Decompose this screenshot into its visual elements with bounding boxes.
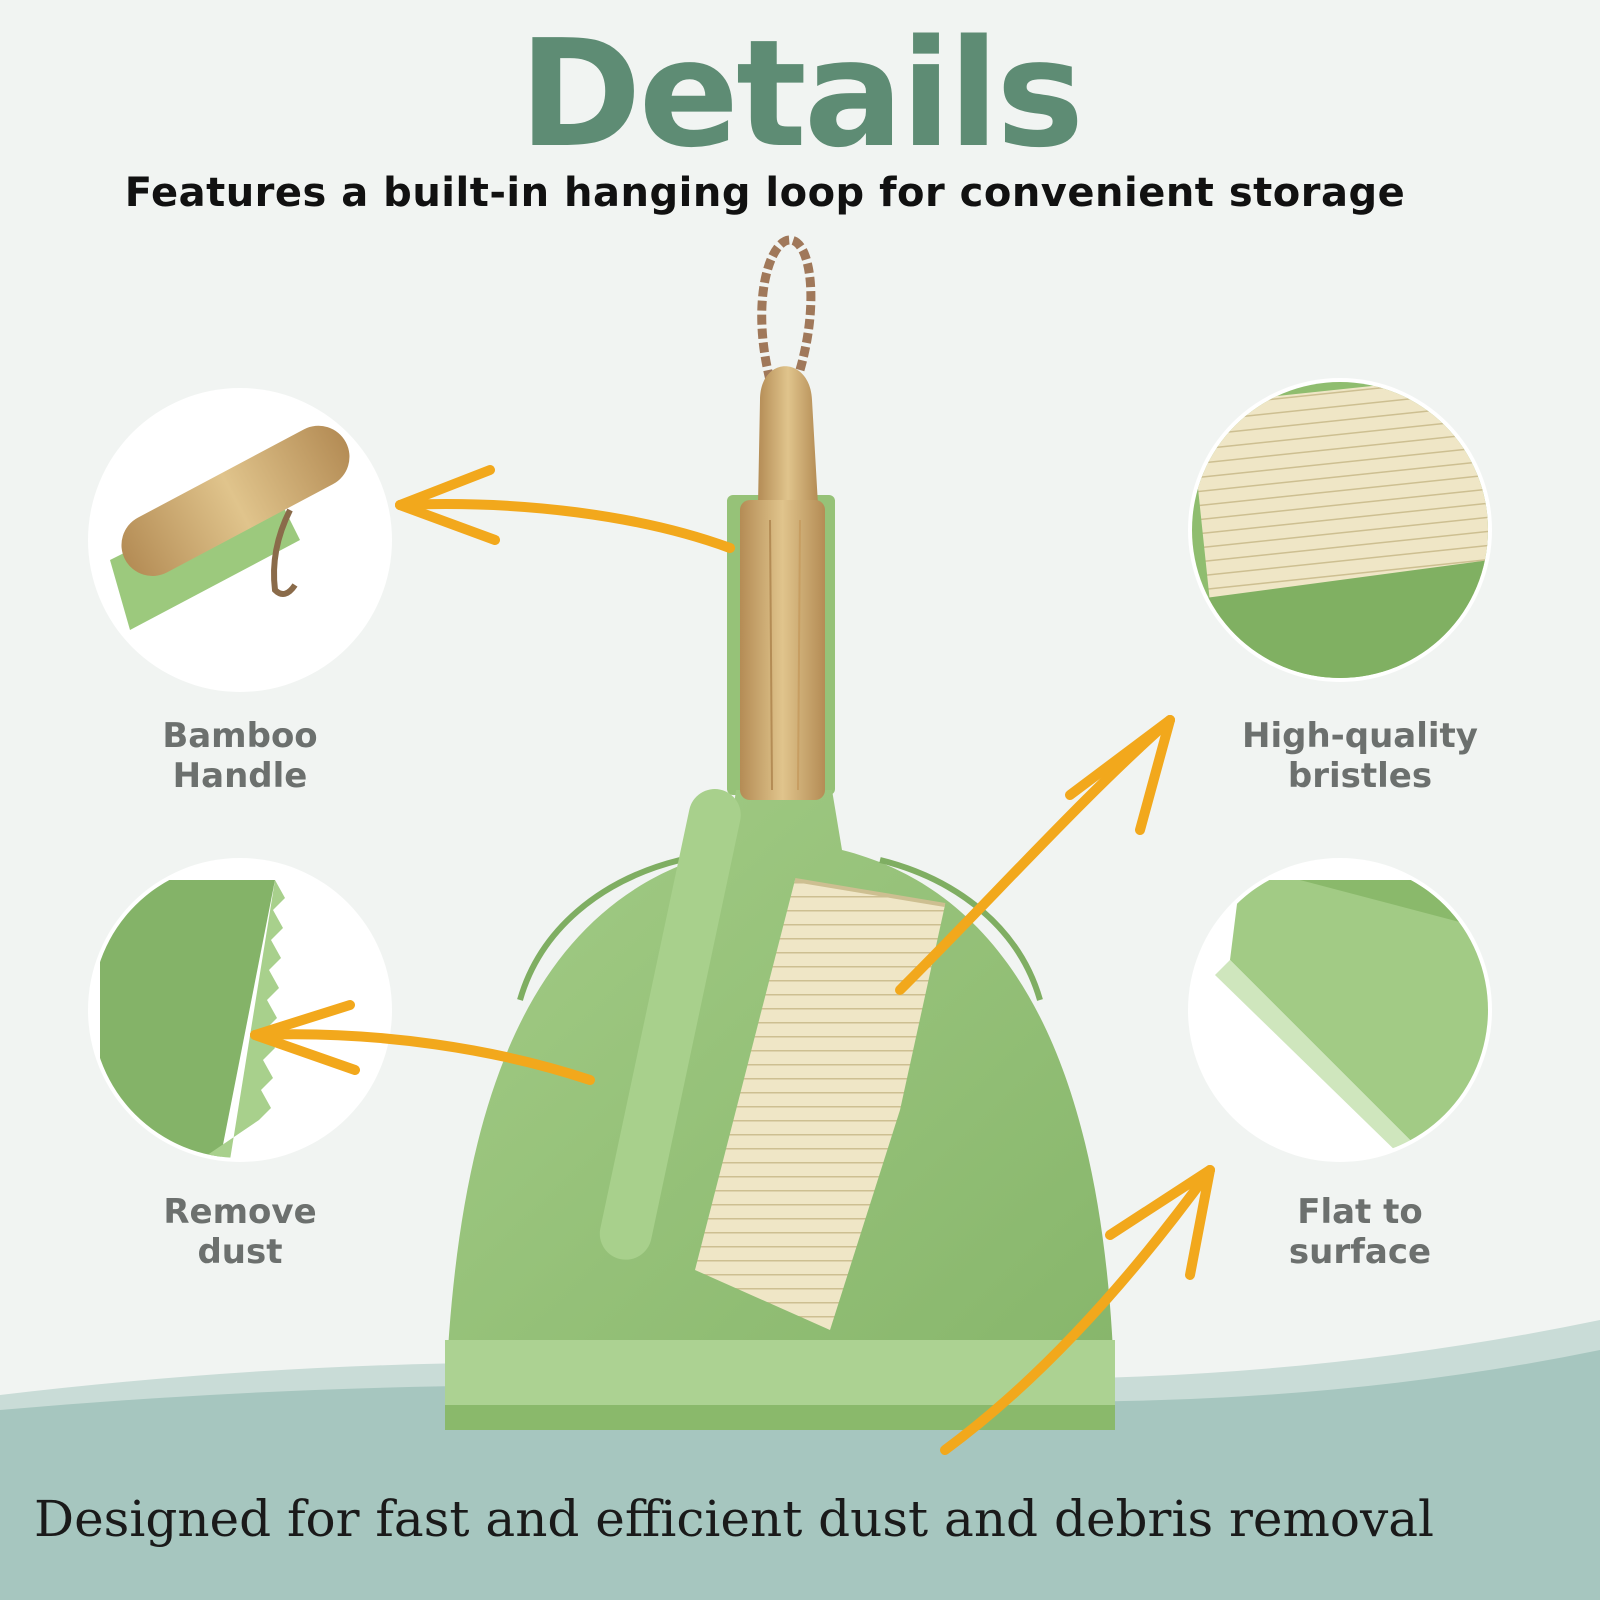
detail-circle-remove-dust — [88, 858, 392, 1162]
arrow-to-bamboo-handle — [395, 465, 735, 553]
feature-label-line: High-quality — [1242, 716, 1478, 756]
feature-label-bamboo-handle: Bamboo Handle — [110, 716, 370, 796]
feature-label-bristles: High-quality bristles — [1220, 716, 1500, 796]
feature-label-line: Flat to — [1297, 1192, 1423, 1232]
page-subtitle: Features a built-in hanging loop for con… — [124, 170, 1406, 216]
arrow-to-bristles — [895, 715, 1175, 995]
feature-label-line: Handle — [172, 756, 308, 796]
feature-label-line: dust — [197, 1232, 283, 1272]
base-wave — [0, 1320, 1600, 1600]
feature-label-line: Remove — [163, 1192, 317, 1232]
hand-brush — [599, 789, 946, 1330]
bamboo-handle — [740, 366, 825, 800]
feature-label-line: bristles — [1287, 756, 1433, 796]
feature-label-line: surface — [1288, 1232, 1432, 1272]
detail-circle-flat-surface — [1188, 858, 1492, 1162]
feature-label-line: Bamboo — [162, 716, 318, 756]
arrow-to-flat-surface — [940, 1165, 1215, 1455]
footer-tagline: Designed for fast and efficient dust and… — [34, 1490, 1435, 1548]
feature-label-remove-dust: Remove dust — [110, 1192, 370, 1272]
detail-circle-bamboo-handle — [88, 388, 392, 692]
arrow-to-remove-dust — [250, 1000, 595, 1085]
detail-circle-bristles — [1188, 378, 1492, 682]
hanging-loop — [757, 235, 816, 382]
page-title: Details — [518, 8, 1084, 180]
feature-label-flat-surface: Flat to surface — [1230, 1192, 1490, 1272]
